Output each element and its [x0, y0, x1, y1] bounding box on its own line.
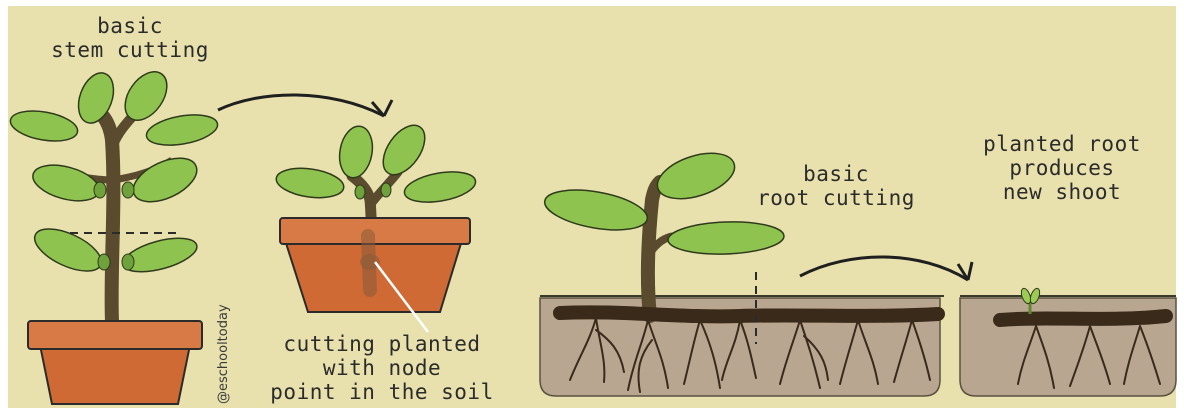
- pot: [28, 321, 202, 404]
- label-line: stem cutting: [20, 38, 240, 62]
- label-line: produces: [962, 156, 1162, 180]
- label-line: point in the soil: [262, 380, 502, 404]
- root-cutting-label: basic root cutting: [728, 162, 944, 210]
- label-line: with node: [262, 356, 502, 380]
- stem-cutting-label: basic stem cutting: [20, 14, 240, 62]
- label-line: planted root: [962, 132, 1162, 156]
- label-line: cutting planted: [262, 332, 502, 356]
- cutting-planted-label: cutting planted with node point in the s…: [262, 332, 502, 404]
- label-line: root cutting: [728, 186, 944, 210]
- label-line: basic: [20, 14, 240, 38]
- label-line: new shoot: [962, 180, 1162, 204]
- credit-text: @eschooltoday: [216, 304, 231, 404]
- planted-root-scene: [960, 287, 1176, 396]
- new-shoot-label: planted root produces new shoot: [962, 132, 1162, 204]
- label-line: basic: [728, 162, 944, 186]
